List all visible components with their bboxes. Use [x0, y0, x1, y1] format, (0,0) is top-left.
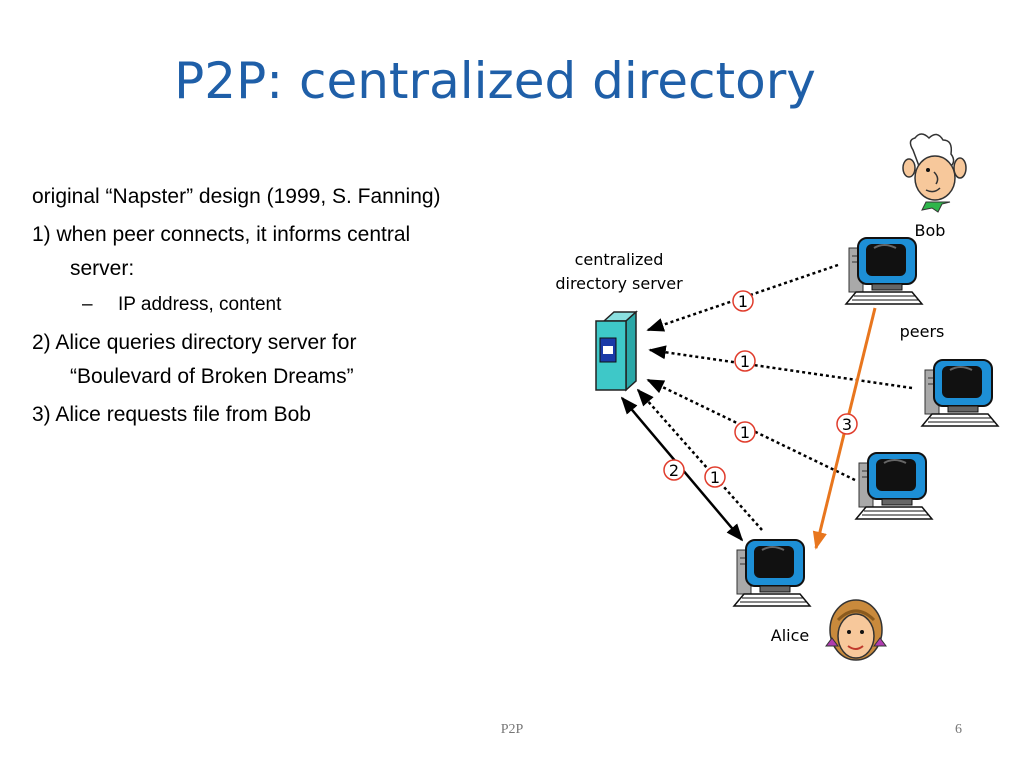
computer-icon-peer-lower: [855, 452, 933, 520]
slide-title: P2P: centralized directory: [174, 52, 816, 110]
step-marker-1-bob: 1: [732, 290, 754, 312]
computer-icon-alice: [733, 539, 811, 607]
server-icon: [595, 310, 638, 392]
svg-text:1: 1: [710, 468, 720, 487]
peers-label: peers: [900, 322, 945, 341]
bullet-list: original “Napster” design (1999, S. Fann…: [32, 180, 462, 436]
server-label-line2: directory server: [555, 274, 683, 293]
step-marker-1-peer-lower: 1: [734, 421, 756, 443]
svg-text:1: 1: [738, 292, 748, 311]
footer-label: P2P: [500, 722, 524, 737]
alice-face-icon: [825, 599, 887, 661]
svg-text:1: 1: [740, 352, 750, 371]
page-number: 6: [955, 722, 962, 737]
bullet-alice-queries: 2) Alice queries directory server for “B…: [32, 331, 357, 388]
arrow-peer-middle-to-server: [648, 345, 913, 390]
bob-label: Bob: [915, 221, 946, 240]
step-marker-3: 3: [836, 413, 858, 435]
dash-marker: –: [82, 294, 93, 315]
arrow-alice-to-server: [636, 388, 763, 531]
bullet-napster: original “Napster” design (1999, S. Fann…: [32, 185, 441, 208]
sub-bullet-ip-address: – IP address, content: [32, 290, 462, 320]
bullet-alice-requests: 3) Alice requests file from Bob: [32, 403, 311, 426]
svg-text:3: 3: [842, 415, 852, 434]
alice-label: Alice: [771, 626, 809, 645]
svg-text:2: 2: [669, 461, 679, 480]
step-marker-2: 2: [663, 459, 685, 481]
bob-face-icon: [902, 133, 967, 213]
computer-icon-peer-middle: [921, 359, 999, 427]
step-marker-1-alice: 1: [704, 466, 726, 488]
computer-icon-bob: [845, 237, 923, 305]
step-marker-1-peer-middle: 1: [734, 350, 756, 372]
bullet-peer-connects: 1) when peer connects, it informs centra…: [32, 223, 411, 280]
svg-text:1: 1: [740, 423, 750, 442]
server-label-line1: centralized: [575, 250, 664, 269]
sub-bullet-text: IP address, content: [118, 294, 282, 315]
